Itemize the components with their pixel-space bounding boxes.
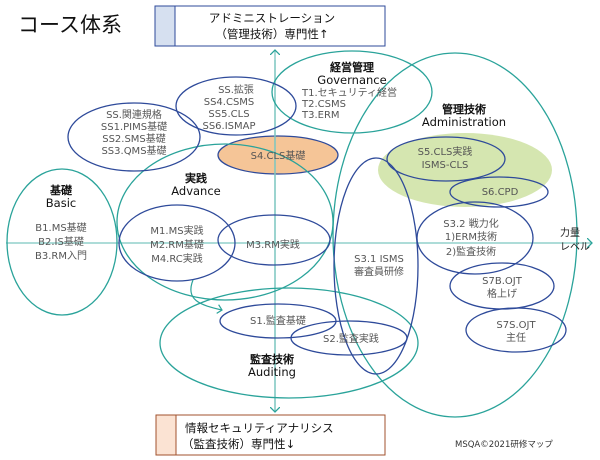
advance-jp: 実践 (185, 171, 207, 185)
governance-item: T2.CSMS (301, 99, 346, 110)
axis-label-line2: レベル (560, 241, 590, 253)
ss-related-item: SS1.PIMS基礎 (101, 120, 167, 133)
basic-item: B2.IS基礎 (38, 235, 84, 248)
basic-en: Basic (46, 196, 76, 210)
advance-item: M2.RM基礎 (150, 238, 204, 251)
administration-en: Administration (422, 115, 506, 129)
s1-label: S1.監査基礎 (250, 314, 306, 327)
ss-related-item: SS.関連規格 (106, 108, 162, 121)
top-box-line2: （管理技術）専門性↑ (215, 27, 328, 41)
auditing-ellipse (159, 287, 419, 399)
governance-jp: 経営管理 (330, 60, 374, 74)
governance-item: T1.セキュリティ経営 (301, 86, 397, 99)
s7b-line2: 格上げ (487, 287, 517, 300)
s32-line2: 1)ERM技術 (445, 230, 497, 243)
s7s-line2: 主任 (506, 331, 526, 344)
s32-line3: 2)監査技術 (446, 245, 496, 258)
footer-credit: MSQA©2021研修マップ (455, 439, 553, 450)
s6-ellipse (449, 176, 549, 208)
ss-related-item: SS3.QMS基礎 (101, 144, 166, 157)
s32-line1: S3.2 戦力化 (443, 217, 498, 230)
ss-related-ellipse (67, 102, 201, 172)
s31-line1: S3.1 ISMS (354, 254, 404, 265)
advance-en: Advance (171, 184, 221, 198)
ss-related-item: SS2.SMS基礎 (102, 132, 166, 145)
auditing-en: Auditing (248, 365, 296, 379)
administration-ellipse (332, 52, 578, 418)
m3-ellipse (217, 214, 331, 266)
governance-item: T3.ERM (301, 110, 340, 121)
basic-ellipse (6, 168, 118, 316)
advance-item: M1.MS実践 (150, 224, 203, 237)
s7s-ellipse (465, 307, 567, 353)
basic-item: B3.RM入門 (35, 250, 87, 262)
s7b-line1: S7B.OJT (482, 276, 523, 287)
governance-en: Governance (317, 73, 386, 87)
s5-ellipse (386, 136, 506, 182)
ss-ext-ellipse (175, 76, 297, 136)
page-title: コース体系 (18, 13, 122, 37)
ss-ext-item: SS6.ISMAP (202, 121, 255, 132)
s6-label: S6.CPD (482, 187, 519, 198)
s7s-line1: S7S.OJT (496, 320, 536, 331)
bottom-box-line2: （監査技術）専門性↓ (182, 437, 295, 451)
ss-ext-item: SS4.CSMS (204, 97, 255, 108)
advance-item: M4.RC実践 (151, 252, 203, 265)
auditing-jp: 監査技術 (250, 352, 294, 366)
top-box: アドミニストレーション （管理技術）専門性↑ (154, 5, 386, 47)
ss-ext-item: SS5.CLS (208, 109, 249, 120)
s5-green-area (378, 133, 552, 207)
m1-ellipse (118, 204, 236, 282)
s2-ellipse (290, 320, 408, 356)
bottom-box: 情報セキュリティアナリシス （監査技術）専門性↓ (155, 414, 386, 456)
s5-line1: S5.CLS実践 (418, 145, 473, 158)
basic-item: B1.MS基礎 (35, 221, 86, 234)
s31-ellipse (333, 157, 419, 375)
ss-ext-item: SS.拡張 (218, 83, 254, 96)
governance-ellipse (271, 50, 433, 134)
administration-jp: 管理技術 (442, 102, 486, 116)
s31-line2: 審査員研修 (354, 265, 404, 278)
m3-label: M3.RM実践 (246, 238, 300, 251)
s4-label: S4.CLS基礎 (251, 149, 306, 162)
flow-arrow (190, 279, 222, 310)
s2-label: S2.監査実践 (323, 332, 379, 345)
basic-jp: 基礎 (49, 183, 73, 197)
bottom-box-line1: 情報セキュリティアナリシス (185, 421, 334, 435)
s5-line2: ISMS-CLS (422, 160, 469, 171)
axis-label-line1: 力量 (560, 226, 580, 239)
top-box-line1: アドミニストレーション (209, 11, 335, 25)
